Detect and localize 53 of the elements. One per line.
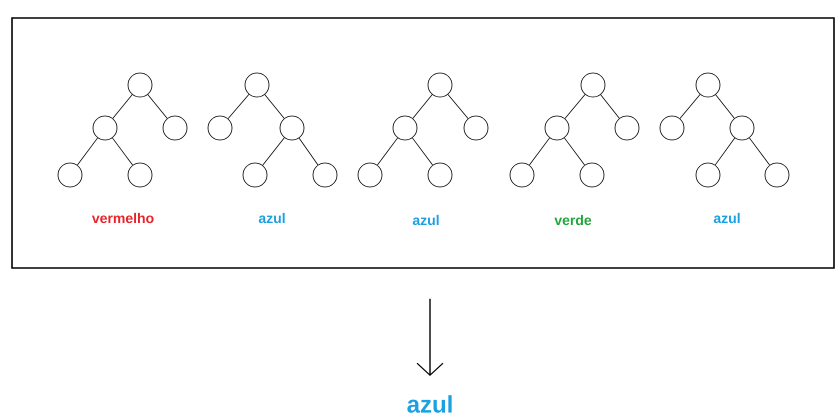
tree-node-circle [544,116,570,140]
tree-branch [600,94,620,119]
tree-node-circle [580,72,606,98]
result-text: azul [407,395,452,413]
tree-branch [529,138,550,166]
tree-branch [412,94,433,119]
tree-label: azul [412,214,439,226]
tree-branch [749,138,770,166]
tree-branch [262,137,285,166]
tree-node-circle [280,116,304,140]
tree-branch [412,138,433,166]
tree-node-circle [730,116,754,140]
tree-branch [112,94,133,119]
tree-branch [680,94,700,119]
tree-branch [147,94,168,119]
tree-branch [264,94,285,119]
tree-node-circle [510,162,534,188]
tree-node-circle [244,72,270,98]
tree-label: verde [554,214,592,226]
tree-node-circle [464,116,488,140]
tree-branch [564,138,585,166]
tree-node-circle [580,162,604,188]
tree-branch [228,94,250,119]
tree-node-circle [92,116,118,140]
tree-node-circle [242,162,268,188]
tree-branch [298,138,318,166]
tree-label: azul [258,212,285,224]
tree-branch [448,94,468,119]
tree-branch [564,94,586,119]
tree-node-circle [660,116,684,140]
tree-node-circle [696,162,720,188]
tree-node-circle [614,116,640,140]
tree-node-circle [696,72,720,98]
tree-branch [715,94,735,119]
tree-branch [714,138,736,166]
tree-node-circle [392,116,418,140]
tree-node-circle [128,72,152,98]
tree-node-circle [428,162,452,188]
tree-branch [112,138,133,166]
tree-node-circle [58,162,82,188]
frame-box [11,17,835,269]
tree-node-circle [764,162,790,188]
tree-node-circle [312,162,338,188]
tree-label: azul [714,212,740,224]
tree-label: vermelho [92,212,154,224]
tree-branch [377,138,398,166]
tree-node-circle [428,72,452,98]
tree-branch [77,138,98,166]
arrow [416,298,444,376]
tree-node-circle [208,116,232,140]
tree-node-circle [162,116,188,140]
tree-node-circle [128,162,152,188]
tree-node-circle [358,162,382,188]
